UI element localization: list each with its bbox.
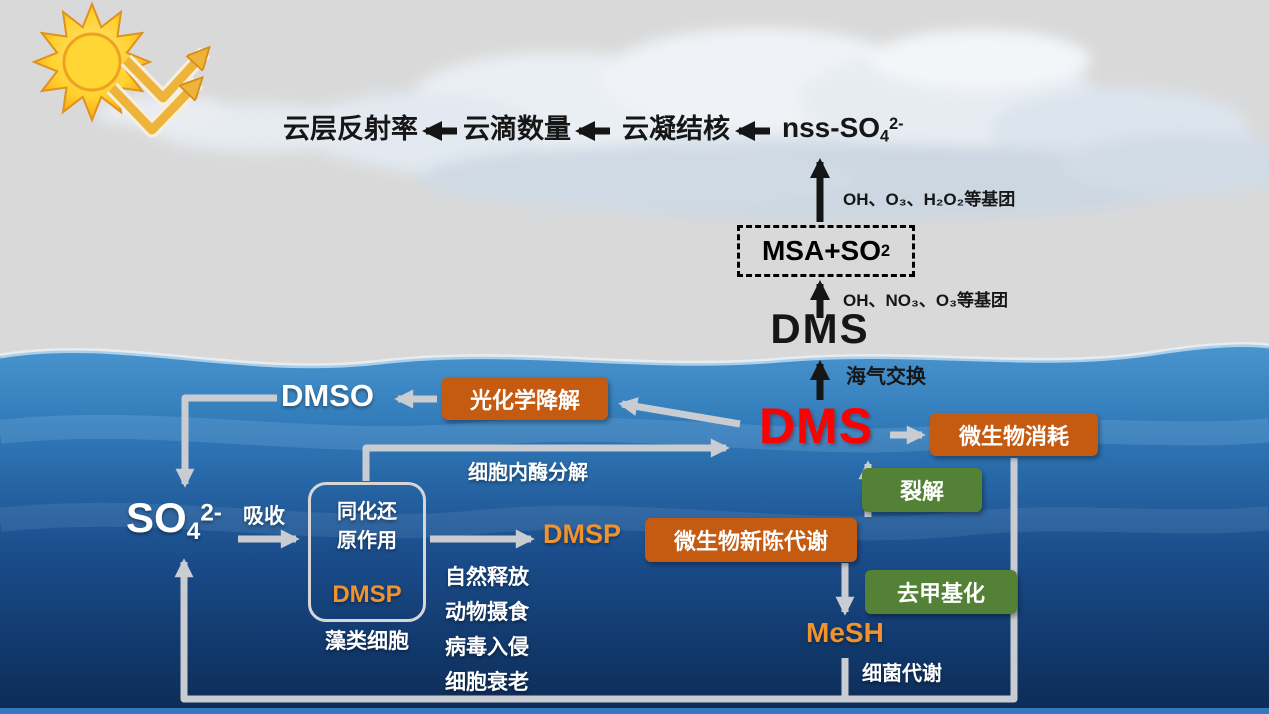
so4-formula: SO42-: [126, 494, 222, 546]
release-process-item: 病毒入侵: [445, 636, 529, 660]
so4-base: SO: [126, 494, 187, 541]
droplet-number-label: 云滴数量: [463, 114, 571, 144]
sea-air-exchange-label: 海气交换: [846, 366, 926, 388]
bacterial-metabolism-label: 细菌代谢: [862, 663, 942, 685]
demethylation-box: 去甲基化: [865, 570, 1017, 614]
oxidants-upper-label: OH、O₃、H₂O₂等基团: [843, 190, 1016, 209]
assimilation-reduction-label: 同化还 原作用: [337, 495, 397, 553]
enzyme-decomposition-label: 细胞内酶分解: [468, 462, 588, 484]
algae-cell-box: 同化还 原作用 DMSP: [308, 482, 426, 622]
radiation-arrow: [122, 52, 205, 103]
nss-so4-formula: nss-SO42-: [782, 112, 904, 146]
release-process-item: 动物摄食: [445, 601, 529, 625]
mesh-label: MeSH: [806, 617, 884, 648]
dmsp-dissolved-label: DMSP: [543, 519, 622, 549]
ocean-bottom-edge: [0, 708, 1269, 714]
microbial-metabolism-box: 微生物新陈代谢: [645, 518, 857, 562]
radiation-arrow: [108, 82, 198, 135]
absorption-label: 吸收: [243, 505, 285, 528]
sun-icon: [31, 1, 205, 138]
release-process-item: 细胞衰老: [445, 671, 529, 695]
release-processes-list: 自然释放 动物摄食 病毒入侵 细胞衰老: [445, 566, 529, 707]
ccn-label: 云凝结核: [622, 114, 730, 144]
dmso-label: DMSO: [281, 378, 374, 413]
nss-so4-sub: 4: [880, 127, 890, 146]
cloud-puff: [870, 30, 1090, 90]
so4-sup: 2-: [200, 499, 222, 527]
assimilation-line1: 同化还: [337, 501, 397, 523]
nss-so4-sup: 2-: [889, 115, 904, 134]
cloud-reflectivity-label: 云层反射率: [283, 114, 418, 144]
assimilation-line2: 原作用: [337, 530, 397, 552]
algae-cell-label: 藻类细胞: [325, 630, 409, 653]
photochemical-degradation-box: 光化学降解: [442, 377, 608, 420]
sun-core: [62, 32, 122, 92]
msa-so2-sub: 2: [881, 241, 891, 260]
cloud-puff: [420, 146, 860, 210]
arrow-dms-to-photochemical: [618, 397, 741, 428]
msa-so2-base: MSA+SO: [761, 235, 881, 266]
arrow-enzyme-to-dms: [362, 438, 730, 481]
dmsp-intracellular-label: DMSP: [332, 581, 402, 608]
cloud: [95, 28, 1269, 220]
dms-atmosphere-label: DMS: [770, 305, 870, 352]
ocean-crest-highlight: [0, 341, 1269, 369]
so4-sub: 4: [186, 517, 201, 545]
arrow-dmso-to-so4: [175, 394, 277, 488]
nss-so4-base: nss-SO: [782, 112, 881, 143]
cloud-puff: [1060, 135, 1269, 195]
dms-seawater-label: DMS: [758, 398, 874, 454]
cloud-puff: [300, 92, 540, 168]
lysis-box: 裂解: [862, 468, 982, 512]
release-process-item: 自然释放: [445, 566, 529, 589]
microbial-consumption-box: 微生物消耗: [930, 413, 1098, 456]
oxidants-lower-label: OH、NO₃、O₃等基团: [843, 291, 1008, 310]
